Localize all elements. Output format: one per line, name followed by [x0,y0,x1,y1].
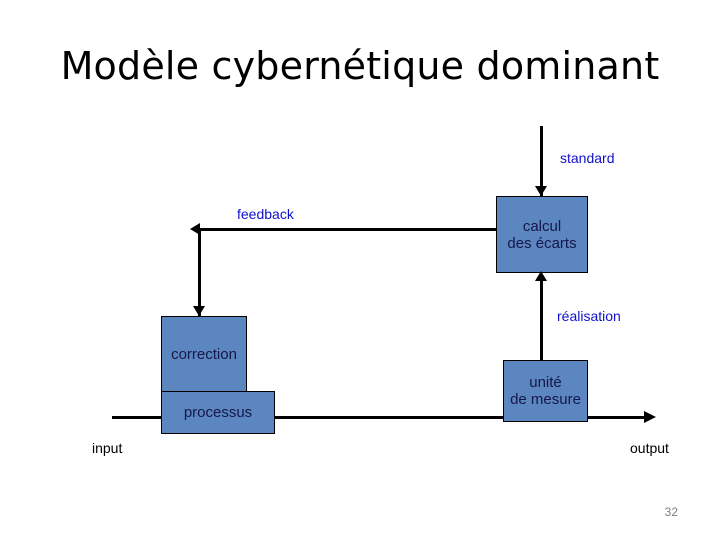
edge-label-feedback: feedback [237,206,294,222]
node-processus-label: processus [183,404,253,421]
feedback-arrow-horizontal-line [198,228,498,231]
node-calcul-des-ecarts-label: calcul des écarts [507,217,577,252]
realisation-arrow-head-icon [535,271,547,281]
standard-arrow-line [540,126,543,196]
feedback-arrow-vertical-line [198,228,201,316]
realisation-arrow-line [540,280,543,362]
edge-label-realisation: réalisation [557,308,621,324]
feedback-arrow-head-down-icon [193,306,205,316]
node-unite-de-mesure[interactable]: unité de mesure [503,360,588,422]
io-label-input: input [92,440,123,456]
node-correction-label: correction [171,345,237,363]
output-flow-line [272,416,647,419]
page-number: 32 [664,505,678,519]
node-calcul-des-ecarts[interactable]: calcul des écarts [496,196,588,273]
io-label-output: output [630,440,669,456]
node-correction[interactable]: correction [161,316,247,392]
edge-label-standard: standard [560,150,615,166]
output-arrow-head-icon [644,411,656,423]
page-title: Modèle cybernétique dominant [60,44,660,88]
node-processus[interactable]: processus [161,391,275,434]
standard-arrow-head-icon [535,186,547,196]
node-unite-de-mesure-label: unité de mesure [510,374,581,408]
feedback-arrow-head-left-icon [190,223,200,235]
